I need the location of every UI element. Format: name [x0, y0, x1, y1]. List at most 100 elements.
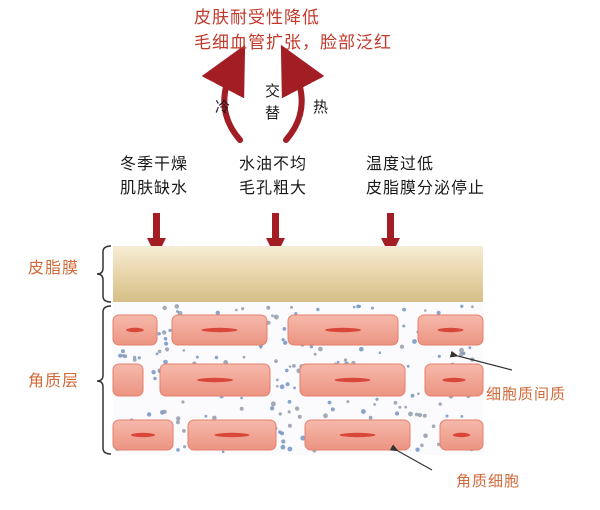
cell-nucleus	[131, 432, 155, 438]
intercellular-dot	[221, 450, 225, 454]
intercellular-dot	[242, 355, 246, 359]
intercellular-dot	[460, 304, 464, 308]
intercellular-dot	[239, 406, 244, 411]
intercellular-dot	[343, 358, 348, 362]
intercellular-dot	[438, 402, 442, 406]
cell-nucleus	[126, 327, 144, 333]
intercellular-dot	[155, 352, 159, 356]
intercellular-dot	[459, 352, 464, 357]
intercellular-dot	[146, 412, 152, 417]
intercellular-dot	[283, 340, 288, 345]
intercellular-dot	[471, 305, 474, 309]
cell-nucleus	[442, 377, 466, 383]
intercellular-dot	[276, 384, 279, 388]
intercellular-dot	[404, 405, 408, 409]
cell-nucleus	[437, 327, 464, 333]
sebum-film-layer	[113, 246, 483, 302]
intercellular-dot	[281, 338, 285, 342]
intercellular-dot	[241, 307, 245, 311]
intercellular-dot	[274, 359, 278, 363]
intercellular-dot	[234, 308, 238, 312]
cycle-alternate-bottom: 替	[265, 104, 281, 122]
intercellular-dot	[240, 396, 244, 400]
intercellular-dot	[309, 345, 314, 349]
intercellular-dot	[215, 310, 220, 315]
sebum-brace	[96, 245, 112, 303]
intercellular-dot	[431, 424, 436, 429]
intercellular-dot	[163, 336, 168, 341]
intercellular-dot	[468, 346, 472, 350]
intercellular-dot	[330, 407, 335, 412]
intercellular-dot	[280, 444, 286, 450]
cause-3-line1: 温度过低	[366, 154, 435, 173]
intercellular-dot	[282, 327, 287, 331]
intercellular-dot	[293, 386, 296, 390]
stratum-corneum-label: 角质层	[28, 371, 80, 390]
intercellular-dot	[408, 411, 413, 417]
cell-nucleus	[197, 377, 233, 383]
intercellular-dot	[161, 330, 167, 335]
intercellular-dot	[327, 400, 332, 405]
intercellular-dot	[212, 415, 217, 421]
intercellular-dot	[417, 392, 420, 396]
intercellular-dot	[316, 307, 320, 312]
intercellular-dot	[359, 346, 364, 352]
intercellular-dot	[406, 364, 410, 368]
cycle-hot-label: 热	[313, 98, 329, 116]
intercellular-dot	[176, 416, 181, 421]
intercellular-dot	[420, 443, 424, 448]
intercellular-dot	[151, 370, 156, 375]
intercellular-dot	[176, 310, 179, 313]
intercellular-dot	[275, 378, 279, 382]
intercellular-dot	[285, 382, 290, 387]
intercellular-dot	[157, 332, 161, 336]
cell-nucleus	[452, 432, 471, 438]
intercellular-dot	[373, 403, 376, 406]
intercellular-dot	[182, 429, 186, 433]
intercellular-dot	[399, 344, 405, 349]
intercellular-dot	[285, 368, 289, 373]
intercellular-dot	[336, 360, 340, 364]
intercellular-dot	[402, 324, 406, 328]
intercellular-dot	[121, 349, 125, 354]
intercellular-dot	[164, 341, 169, 346]
intercellular-dot	[132, 355, 137, 360]
intercellular-dot	[415, 447, 420, 452]
intercellular-dot	[436, 310, 441, 315]
intercellular-dot	[183, 445, 187, 449]
corneocyte-cells	[112, 314, 484, 451]
intercellular-dot	[393, 400, 398, 405]
intercellular-dot	[460, 415, 464, 418]
intercellular-dot	[270, 401, 276, 407]
intercellular-dot	[402, 307, 406, 312]
intercellular-dot	[378, 351, 382, 355]
intercellular-dot	[168, 328, 172, 332]
intercellular-dot	[414, 412, 419, 417]
intercellular-dot	[175, 420, 180, 425]
cell-nucleus	[339, 432, 376, 438]
intercellular-dot	[157, 349, 162, 354]
intercellular-dot	[294, 406, 300, 411]
corneum-brace	[96, 305, 112, 455]
intercellular-dot	[214, 355, 219, 360]
intercellular-dot	[163, 359, 168, 365]
intercellular-dot	[318, 346, 323, 352]
intercellular-dot	[164, 347, 170, 352]
intercellular-dot	[279, 384, 285, 390]
intercellular-dot	[273, 314, 279, 320]
cycle-alternate-top: 交	[265, 82, 281, 100]
intercellular-dot	[204, 414, 208, 418]
cause-1-line2: 肌肤缺水	[120, 178, 189, 197]
intercellular-dot	[137, 356, 141, 360]
intercellular-dot	[266, 305, 271, 310]
intercellular-dot	[181, 400, 185, 404]
intercellular-dot	[281, 439, 286, 444]
intercellular-dot	[398, 405, 402, 409]
intercellular-dot	[313, 352, 317, 356]
intercellular-leader	[449, 350, 513, 371]
corneocyte-label: 角质细胞	[456, 472, 521, 490]
intercellular-dot	[118, 353, 123, 358]
intercellular-dot	[182, 349, 186, 352]
sebum-film-label: 皮脂膜	[28, 258, 80, 277]
cause-2-line2: 毛孔粗大	[239, 178, 308, 197]
